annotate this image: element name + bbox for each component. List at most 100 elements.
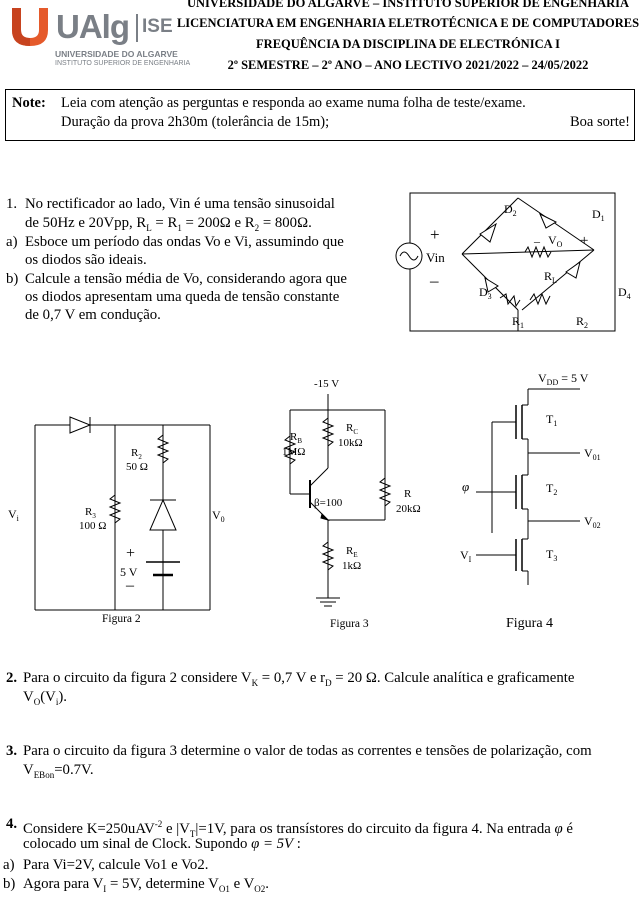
- fig2-r3-label: R3: [85, 506, 96, 520]
- fig3-rc-value: 10kΩ: [338, 437, 363, 449]
- q1b-marker: b): [6, 271, 19, 287]
- fig4-t2-label: T2: [546, 481, 557, 497]
- diode-d3-symbol: [484, 276, 499, 293]
- fig4-v02-label: V02: [584, 514, 601, 530]
- fig3-beta-label: β=100: [314, 497, 343, 509]
- q3-line-1: Para o circuito da figura 3 determine o …: [23, 743, 592, 759]
- fig3-supply-label: -15 V: [314, 378, 339, 390]
- logo-university-name: UNIVERSIDADE DO ALGARVE: [55, 49, 178, 59]
- q1-number: 1.: [6, 196, 18, 212]
- fig1-d2-label: D2: [504, 202, 517, 218]
- diode-d1-symbol: [539, 212, 558, 229]
- resistor-r-symbol: [378, 477, 392, 507]
- fig3-re-value: 1kΩ: [342, 560, 361, 572]
- diode-d2-symbol: [479, 222, 497, 243]
- q4a-marker: a): [3, 857, 15, 873]
- fig2-r2-value: 50 Ω: [126, 461, 148, 473]
- figure-3-caption: Figura 3: [330, 618, 369, 630]
- fig2-r3-value: 100 Ω: [79, 520, 106, 532]
- q1b-line-3: de 0,7 V em condução.: [25, 307, 161, 323]
- fig3-rb-label: RB: [290, 431, 302, 445]
- header-line-2: LICENCIATURA EM ENGENHARIA ELETROTÉCNICA…: [176, 16, 640, 30]
- resistor-r3-symbol: [108, 494, 122, 524]
- resistor-r2-symbol: [156, 434, 170, 464]
- q1b-line-1: Calcule a tensão média de Vo, consideran…: [25, 271, 347, 287]
- fig1-vo-plus: +: [580, 233, 588, 249]
- resistor-r2-symbol: [529, 292, 551, 306]
- q1-line-1: No rectificador ao lado, Vin é uma tensã…: [25, 196, 335, 212]
- q1b-line-2: os diodos apresentam uma queda de tensão…: [25, 289, 340, 305]
- q3-line-2: VEBon=0.7V.: [23, 762, 94, 780]
- sine-wave-icon: [399, 251, 419, 261]
- note-label: Note:: [12, 95, 46, 111]
- ualg-emblem-icon: [12, 8, 48, 46]
- figure-3-bjt-circuit: -15 V RB 1MΩ RC 10kΩ β=100 R 20kΩ RE 1kΩ: [282, 378, 421, 607]
- fig1-rl-label: RL: [544, 269, 557, 285]
- fig4-t3-label: T3: [546, 547, 557, 563]
- note-line-2: Duração da prova 2h30m (tolerância de 15…: [61, 114, 330, 130]
- logo-ualg-text: UAlg: [56, 8, 130, 45]
- fig4-vdd-label: VDD = 5 V: [538, 371, 589, 387]
- fig4-v01-label: V01: [584, 446, 601, 462]
- fig1-plus: +: [430, 225, 440, 244]
- fig2-r2-label: R2: [131, 447, 142, 461]
- fig2-plus: +: [126, 545, 135, 562]
- q2-line-2: VO(Vi).: [23, 689, 67, 707]
- note-box: Note: Leia com atenção as perguntas e re…: [5, 89, 635, 141]
- q2-number: 2.: [6, 670, 18, 686]
- fig3-re-label: RE: [346, 545, 358, 559]
- fig1-d4-label: D4: [618, 285, 631, 301]
- note-line-1: Leia com atenção as perguntas e responda…: [61, 95, 526, 111]
- bjt-emitter-arrow: [320, 513, 330, 522]
- fig2-vo-label: V0: [212, 508, 225, 524]
- fig2-source-value: 5 V: [120, 565, 138, 579]
- q1a-line-2: os diodos são ideais.: [25, 252, 147, 268]
- figure-2-shunt-diode: [149, 498, 177, 531]
- q4a-text: Para Vi=2V, calcule Vo1 e Vo2.: [23, 857, 209, 873]
- university-logo: UAlg ISE UNIVERSIDADE DO ALGARVE INSTITU…: [8, 6, 190, 70]
- fig1-vo-minus: –: [533, 234, 541, 248]
- header-line-4: 2º SEMESTRE – 2º ANO – ANO LECTIVO 2021/…: [227, 58, 589, 72]
- q4-number: 4.: [6, 816, 18, 832]
- q4b-marker: b): [3, 876, 16, 892]
- resistor-rb-symbol: [283, 435, 297, 465]
- figure-2-diode-circuit: R2 50 Ω R3 100 Ω Vi V0 + 5 V –: [8, 416, 225, 611]
- fig2-minus: –: [125, 577, 135, 594]
- fig3-rb-value: 1MΩ: [282, 446, 305, 458]
- resistor-r1-symbol: [499, 293, 521, 308]
- fig4-vi-label: VI: [460, 548, 472, 564]
- fig4-phi-label: φ: [462, 479, 469, 494]
- fig1-r2-label: R2: [576, 314, 588, 330]
- fig3-r-value: 20kΩ: [396, 503, 421, 515]
- header-line-3: FREQUÊNCIA DA DISCIPLINA DE ELECTRÓNICA …: [256, 37, 560, 51]
- fig1-d1-label: D1: [592, 207, 605, 223]
- q4-line-2: colocado um sinal de Clock. Supondo φ = …: [23, 836, 301, 852]
- figure-2-series-diode: [69, 416, 92, 434]
- fig3-r-label: R: [404, 488, 412, 500]
- fig1-d3-label: D3: [479, 285, 492, 301]
- logo-ise-text: ISE: [142, 16, 173, 37]
- resistor-rl-symbol: [524, 245, 552, 259]
- q3-number: 3.: [6, 743, 18, 759]
- fig1-minus: –: [429, 271, 439, 290]
- fig1-r1-label: R1: [512, 314, 524, 330]
- fig2-vi-label: Vi: [8, 507, 20, 523]
- fig1-vo-label: VO: [548, 233, 563, 249]
- q1a-marker: a): [6, 234, 18, 250]
- figure-2-caption: Figura 2: [102, 613, 141, 625]
- resistor-re-symbol: [321, 541, 335, 571]
- header-line-1: UNIVERSIDADE DO ALGARVE – INSTITUTO SUPE…: [186, 0, 630, 10]
- fig1-vin-label: Vin: [426, 250, 445, 265]
- logo-institute-name: INSTITUTO SUPERIOR DE ENGENHARIA: [55, 60, 191, 67]
- fig3-rc-label: RC: [346, 422, 358, 436]
- figure-4-caption: Figura 4: [506, 616, 554, 631]
- fig4-t1-label: T1: [546, 412, 557, 428]
- q1-line-2: de 50Hz e 20Vpp, RL = R1 = 200Ω e R2 = 8…: [25, 215, 312, 233]
- q1a-line-1: Esboce um período das ondas Vo e Vi, ass…: [25, 234, 344, 250]
- figure-1-bridge-rectifier: + – Vin D2 D1 D3 D4 VO – + RL R1 R2: [395, 192, 631, 332]
- note-closing: Boa sorte!: [570, 114, 630, 130]
- figure-4-mos-circuit: VDD = 5 V T1 V01 T2 φ V02 VI T3: [460, 371, 601, 585]
- logo-divider: [136, 14, 138, 42]
- q2-line-1: Para o circuito da figura 2 considere VK…: [23, 670, 575, 688]
- diode-d4-symbol: [565, 260, 581, 279]
